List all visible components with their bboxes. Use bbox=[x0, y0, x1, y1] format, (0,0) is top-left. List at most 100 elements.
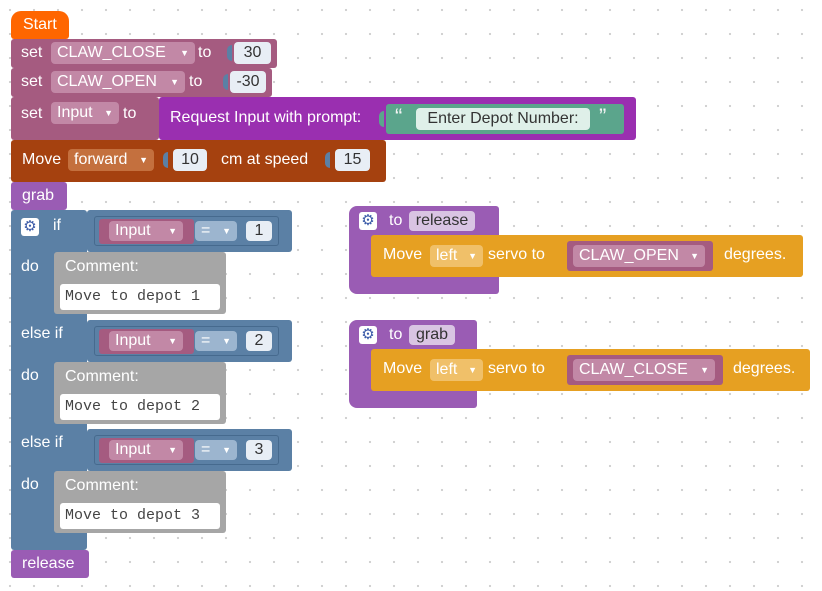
number-field-claw-open[interactable]: -30 bbox=[230, 71, 266, 93]
comment-text-field[interactable]: Move to depot 1 bbox=[60, 284, 220, 310]
dropdown-arrow-icon: ▼ bbox=[700, 365, 709, 375]
set-keyword: set bbox=[21, 73, 43, 90]
call-release-block[interactable]: release bbox=[11, 550, 89, 578]
dropdown-arrow-icon: ▼ bbox=[170, 77, 179, 87]
dropdown-arrow-icon: ▼ bbox=[222, 445, 231, 455]
dropdown-arrow-icon: ▼ bbox=[222, 336, 231, 346]
if-condition-row: Input▼ =▼ 1 bbox=[87, 210, 292, 252]
dropdown-arrow-icon: ▼ bbox=[180, 48, 189, 58]
servo-move-block[interactable]: Move left▼ servo to CLAW_CLOSE▼ degrees. bbox=[371, 349, 810, 391]
get-variable-block[interactable]: Input▼ bbox=[99, 219, 194, 244]
dropdown-arrow-icon: ▼ bbox=[690, 251, 699, 261]
else-if-condition-row: Input▼ =▼ 3 bbox=[87, 429, 292, 471]
comment-text-field[interactable]: Move to depot 3 bbox=[60, 503, 220, 529]
call-release-label: release bbox=[22, 555, 75, 572]
move-label: Move bbox=[22, 151, 62, 168]
value-socket bbox=[325, 152, 330, 168]
variable-dropdown[interactable]: CLAW_OPEN▼ bbox=[573, 245, 705, 267]
variable-dropdown[interactable]: Input▼ bbox=[109, 221, 183, 241]
do-label: do bbox=[21, 476, 39, 493]
distance-field[interactable]: 10 bbox=[173, 149, 207, 171]
request-input-block[interactable]: Request Input with prompt: “ Enter Depot… bbox=[159, 97, 636, 140]
comment-block[interactable]: Comment: Move to depot 2 bbox=[54, 362, 226, 424]
open-quote-icon: “ bbox=[395, 104, 403, 129]
set-keyword: set bbox=[21, 105, 43, 122]
mutator-gear-icon[interactable]: ⚙ bbox=[359, 212, 377, 230]
to-keyword: to bbox=[189, 73, 203, 90]
variable-dropdown[interactable]: Input▼ bbox=[109, 440, 183, 460]
value-socket bbox=[227, 45, 232, 61]
side-dropdown[interactable]: left▼ bbox=[430, 245, 483, 267]
get-variable-block[interactable]: Input▼ bbox=[99, 329, 194, 354]
comment-label: Comment: bbox=[65, 258, 139, 275]
degrees-label: degrees. bbox=[724, 246, 787, 263]
speed-field[interactable]: 15 bbox=[335, 149, 370, 171]
close-quote-icon: ” bbox=[599, 104, 607, 129]
compare-block[interactable]: Input▼ =▼ 2 bbox=[94, 326, 279, 356]
procedure-name-field[interactable]: grab bbox=[409, 325, 455, 345]
else-if-label: else if bbox=[21, 325, 63, 342]
degrees-label: degrees. bbox=[733, 360, 796, 377]
comment-block[interactable]: Comment: Move to depot 3 bbox=[54, 471, 226, 533]
variable-dropdown-input[interactable]: Input▼ bbox=[51, 102, 119, 124]
get-variable-block[interactable]: CLAW_CLOSE▼ bbox=[567, 355, 723, 385]
dropdown-arrow-icon: ▼ bbox=[139, 155, 148, 165]
set-claw-close-block[interactable]: set CLAW_CLOSE▼ to 30 bbox=[11, 39, 277, 68]
comment-block[interactable]: Comment: Move to depot 1 bbox=[54, 252, 226, 314]
dropdown-arrow-icon: ▼ bbox=[168, 445, 177, 455]
operator-dropdown[interactable]: =▼ bbox=[195, 440, 237, 460]
variable-dropdown-claw-open[interactable]: CLAW_OPEN▼ bbox=[51, 71, 185, 93]
servo-to-label: servo to bbox=[488, 246, 545, 263]
procedure-name-field[interactable]: release bbox=[409, 211, 475, 231]
variable-dropdown-claw-close[interactable]: CLAW_CLOSE▼ bbox=[51, 42, 195, 64]
else-if-label: else if bbox=[21, 434, 63, 451]
dropdown-arrow-icon: ▼ bbox=[104, 108, 113, 118]
dropdown-arrow-icon: ▼ bbox=[168, 336, 177, 346]
servo-to-label: servo to bbox=[488, 360, 545, 377]
if-label: if bbox=[53, 217, 61, 234]
number-field[interactable]: 3 bbox=[246, 440, 272, 460]
value-socket bbox=[379, 111, 384, 127]
variable-dropdown[interactable]: CLAW_CLOSE▼ bbox=[573, 359, 715, 381]
value-socket bbox=[223, 74, 228, 90]
move-label: Move bbox=[383, 246, 423, 263]
number-field[interactable]: 1 bbox=[246, 221, 272, 241]
operator-dropdown[interactable]: =▼ bbox=[195, 331, 237, 351]
do-label: do bbox=[21, 258, 39, 275]
number-field[interactable]: 2 bbox=[246, 331, 272, 351]
compare-block[interactable]: Input▼ =▼ 1 bbox=[94, 216, 279, 246]
request-input-label: Request Input with prompt: bbox=[170, 109, 362, 126]
comment-label: Comment: bbox=[65, 477, 139, 494]
direction-dropdown[interactable]: forward▼ bbox=[68, 149, 154, 171]
move-label: Move bbox=[383, 360, 423, 377]
to-keyword: to bbox=[123, 105, 137, 122]
variable-dropdown[interactable]: Input▼ bbox=[109, 331, 183, 351]
text-block[interactable]: “ Enter Depot Number: ” bbox=[386, 104, 624, 134]
comment-text-field[interactable]: Move to depot 2 bbox=[60, 394, 220, 420]
set-keyword: set bbox=[21, 44, 43, 61]
get-variable-block[interactable]: CLAW_OPEN▼ bbox=[567, 241, 713, 271]
do-label: do bbox=[21, 367, 39, 384]
speed-label: cm at speed bbox=[221, 151, 309, 168]
dropdown-arrow-icon: ▼ bbox=[222, 226, 231, 236]
else-if-condition-row: Input▼ =▼ 2 bbox=[87, 320, 292, 362]
mutator-gear-icon[interactable]: ⚙ bbox=[21, 218, 39, 236]
call-grab-block[interactable]: grab bbox=[11, 182, 67, 210]
get-variable-block[interactable]: Input▼ bbox=[99, 438, 194, 463]
operator-dropdown[interactable]: =▼ bbox=[195, 221, 237, 241]
mutator-gear-icon[interactable]: ⚙ bbox=[359, 326, 377, 344]
to-label: to bbox=[389, 326, 403, 343]
value-socket bbox=[163, 152, 168, 168]
number-field-claw-close[interactable]: 30 bbox=[234, 42, 271, 64]
move-forward-block[interactable]: Move forward▼ 10 cm at speed 15 bbox=[11, 140, 386, 182]
set-input-block[interactable]: set Input▼ to bbox=[11, 97, 159, 140]
set-claw-open-block[interactable]: set CLAW_OPEN▼ to -30 bbox=[11, 68, 272, 97]
dropdown-arrow-icon: ▼ bbox=[468, 365, 477, 375]
start-block[interactable]: Start bbox=[11, 11, 69, 39]
prompt-text-field[interactable]: Enter Depot Number: bbox=[416, 108, 590, 130]
compare-block[interactable]: Input▼ =▼ 3 bbox=[94, 435, 279, 465]
side-dropdown[interactable]: left▼ bbox=[430, 359, 483, 381]
servo-move-block[interactable]: Move left▼ servo to CLAW_OPEN▼ degrees. bbox=[371, 235, 803, 277]
call-grab-label: grab bbox=[22, 187, 55, 204]
